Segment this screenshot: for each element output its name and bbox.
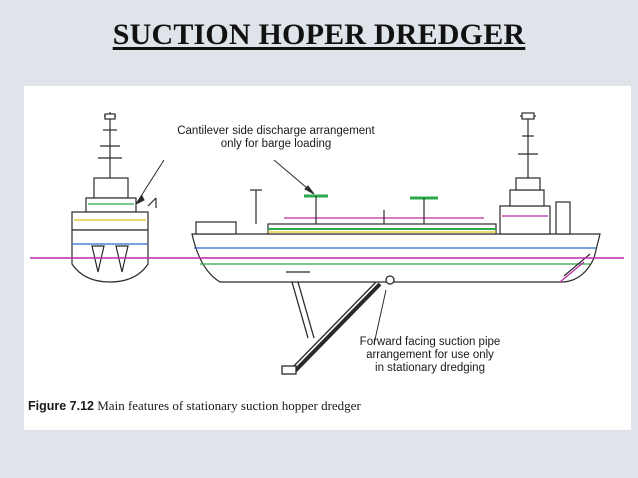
figure-caption: Figure 7.12 Main features of stationary … bbox=[28, 398, 361, 414]
suction-annotation-line1: Forward facing suction pipe bbox=[359, 336, 501, 348]
slide-title: SUCTION HOPER DREDGER bbox=[112, 18, 526, 51]
suction-annotation-line2: arrangement for use only bbox=[366, 349, 494, 361]
dredger-figure: Cantilever side discharge arrangement on… bbox=[24, 86, 631, 430]
figure-caption-label: Figure 7.12 bbox=[28, 399, 94, 413]
cantilever-annotation-line2: only for barge loading bbox=[220, 138, 332, 150]
cantilever-annotation: Cantilever side discharge arrangement on… bbox=[166, 125, 386, 151]
front-view-vessel bbox=[71, 112, 157, 283]
figure-caption-text: Main features of stationary suction hopp… bbox=[97, 398, 361, 413]
annotation-leaders bbox=[135, 159, 387, 345]
cantilever-annotation-line1: Cantilever side discharge arrangement bbox=[177, 125, 375, 137]
suction-pipe bbox=[281, 271, 395, 375]
suction-annotation-line3: in stationary dredging bbox=[375, 362, 485, 374]
suction-pipe-annotation: Forward facing suction pipe arrangement … bbox=[346, 336, 514, 375]
dredger-drawing bbox=[30, 112, 624, 375]
